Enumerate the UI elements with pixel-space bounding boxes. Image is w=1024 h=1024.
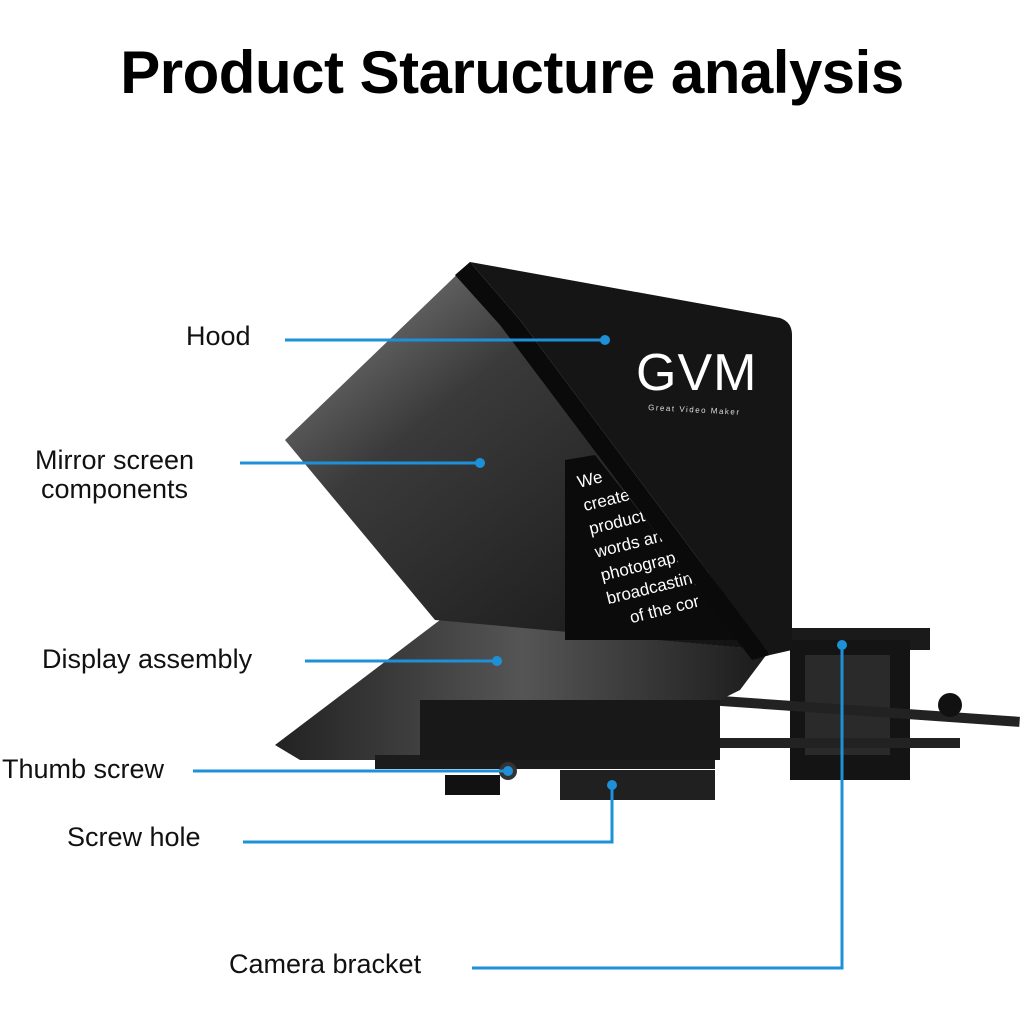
base-rails (375, 700, 720, 800)
label-screw-hole: Screw hole (67, 822, 201, 852)
label-mirror-screen: Mirror screen components (35, 445, 195, 504)
page-title: Product Staructure analysis (120, 39, 904, 106)
label-camera-bracket: Camera bracket (229, 949, 422, 979)
label-thumb-screw: Thumb screw (2, 754, 165, 784)
callout-dots (475, 335, 847, 790)
teleprompter-screen (565, 455, 740, 640)
gvm-logo: GVM (636, 344, 757, 402)
label-hood: Hood (186, 321, 251, 351)
callout-lines (193, 338, 844, 970)
label-display-assembly: Display assembly (42, 644, 253, 674)
hood (470, 262, 792, 655)
camera-bracket (680, 628, 1020, 780)
